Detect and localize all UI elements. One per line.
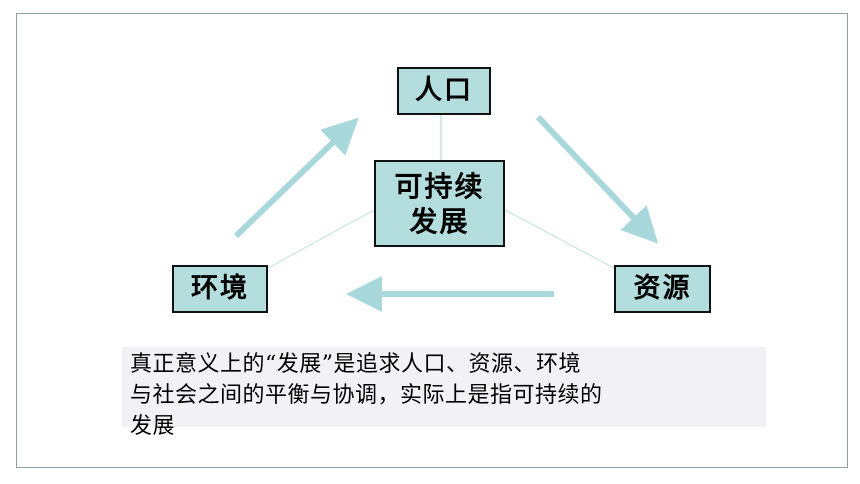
node-environment: 环境 <box>172 265 268 313</box>
connector-right <box>504 209 615 269</box>
node-sustainable-development: 可持续 发展 <box>374 160 505 247</box>
node-resources: 资源 <box>614 265 711 313</box>
node-environment-label: 环境 <box>191 273 249 305</box>
caption-line-2: 与社会之间的平衡与协调，实际上是指可持续的 <box>130 383 603 408</box>
node-center-label-line1: 可持续 <box>394 169 485 203</box>
connector-left <box>267 209 375 269</box>
caption-text: 真正意义上的“发展”是追求人口、资源、环境 与社会之间的平衡与协调，实际上是指可… <box>130 349 750 442</box>
arrow-population-to-resources <box>535 114 659 244</box>
node-population: 人口 <box>397 67 491 115</box>
node-population-label: 人口 <box>415 75 473 107</box>
caption-line-1: 真正意义上的“发展”是追求人口、资源、环境 <box>130 352 581 377</box>
arrow-environment-to-population <box>233 117 359 239</box>
caption-box <box>122 347 766 427</box>
node-resources-label: 资源 <box>633 273 692 305</box>
caption-line-3: 发展 <box>130 414 176 439</box>
node-center-label-line2: 发展 <box>409 204 470 238</box>
